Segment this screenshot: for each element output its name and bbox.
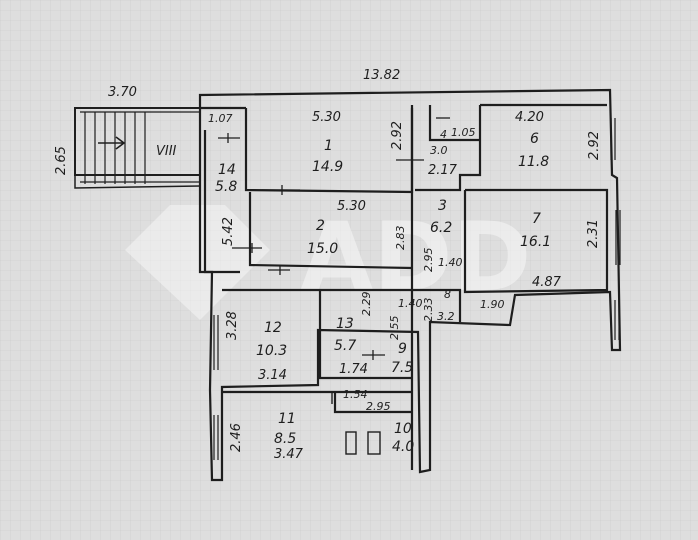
door-marks [218, 117, 450, 360]
room-labels: 1 14.9 2 15.0 3 6.2 4 3.0 6 11.8 7 16.1 … [215, 128, 551, 455]
sink-icon [367, 431, 381, 455]
room-number: 13 [336, 316, 354, 332]
dimension: 4.87 [532, 275, 562, 290]
dimension: 1.07 [208, 112, 233, 125]
stair-treads [80, 111, 200, 184]
watermark-logo-icon [125, 205, 270, 320]
room-number: 8 [444, 288, 451, 301]
room-area: 6.2 [430, 220, 452, 236]
room-area: 10.3 [256, 343, 287, 359]
room-area: 15.0 [307, 241, 338, 257]
room-number: 10 [394, 421, 412, 437]
dimension: 3.14 [258, 368, 287, 383]
room-number: 3 [438, 198, 447, 214]
overall-width-label: 13.82 [363, 68, 400, 83]
dimension: 5.30 [337, 199, 366, 214]
dimension-labels: 1.07 5.30 5.30 2.92 1.05 2.17 4.20 2.92 … [208, 110, 602, 462]
dimension: 2.29 [360, 292, 373, 317]
room-area: 4.0 [392, 439, 414, 455]
room-area: 5.8 [215, 179, 237, 195]
stair-label: VIII [156, 144, 177, 159]
room-area: 3.0 [430, 144, 448, 157]
room-number: 7 [532, 211, 541, 227]
dimension: 2.95 [422, 248, 435, 273]
dimension: 3.28 [225, 311, 240, 340]
dimension: 1.74 [339, 362, 368, 377]
room-number: 2 [316, 218, 325, 234]
room-number: 14 [218, 162, 236, 178]
room-area: 16.1 [520, 234, 551, 250]
stair-arrow-icon [98, 136, 126, 150]
dimension: 1.05 [451, 126, 476, 139]
dimension: 2.95 [366, 400, 391, 413]
watermark-text: ADD [300, 203, 531, 313]
dimension: 1.90 [480, 298, 505, 311]
room-area: 11.8 [518, 154, 549, 170]
dimension: 2.46 [229, 423, 244, 452]
bathtub-icon [345, 431, 357, 455]
stairwell [74, 107, 201, 189]
room-number: 6 [530, 131, 539, 147]
watermark: ADD [125, 203, 531, 320]
dimension: 3.47 [274, 447, 304, 462]
dimension: 2.92 [587, 131, 602, 160]
room-area: 3.2 [437, 310, 455, 323]
room-area: 8.5 [274, 431, 296, 447]
dimension: 1.40 [438, 256, 463, 269]
dimension: 2.17 [428, 163, 458, 178]
stair-width-label: 3.70 [108, 85, 137, 100]
room-area: 14.9 [312, 159, 343, 175]
room-number: 11 [278, 411, 296, 427]
dimension: 4.20 [515, 110, 544, 125]
room-number: 4 [440, 128, 447, 141]
dimension: 5.42 [221, 217, 236, 246]
room-number: 12 [264, 320, 282, 336]
room-number: 9 [398, 341, 407, 357]
dimension: 2.92 [390, 121, 405, 150]
bathroom-fixtures [331, 392, 381, 455]
dimension: 2.33 [422, 298, 435, 323]
walls [198, 88, 622, 482]
windows [213, 118, 621, 460]
dimension: 2.55 [388, 316, 401, 341]
stair-depth-label: 2.65 [54, 146, 69, 175]
room-area: 7.5 [391, 360, 413, 376]
dimension: 1.54 [343, 388, 368, 401]
dimension: 2.83 [394, 226, 407, 251]
room-number: 1 [324, 138, 333, 154]
dimension: 2.31 [586, 219, 601, 248]
dimension: 5.30 [312, 110, 341, 125]
room-area: 5.7 [334, 338, 356, 354]
dimension: 1.40 [398, 297, 423, 310]
